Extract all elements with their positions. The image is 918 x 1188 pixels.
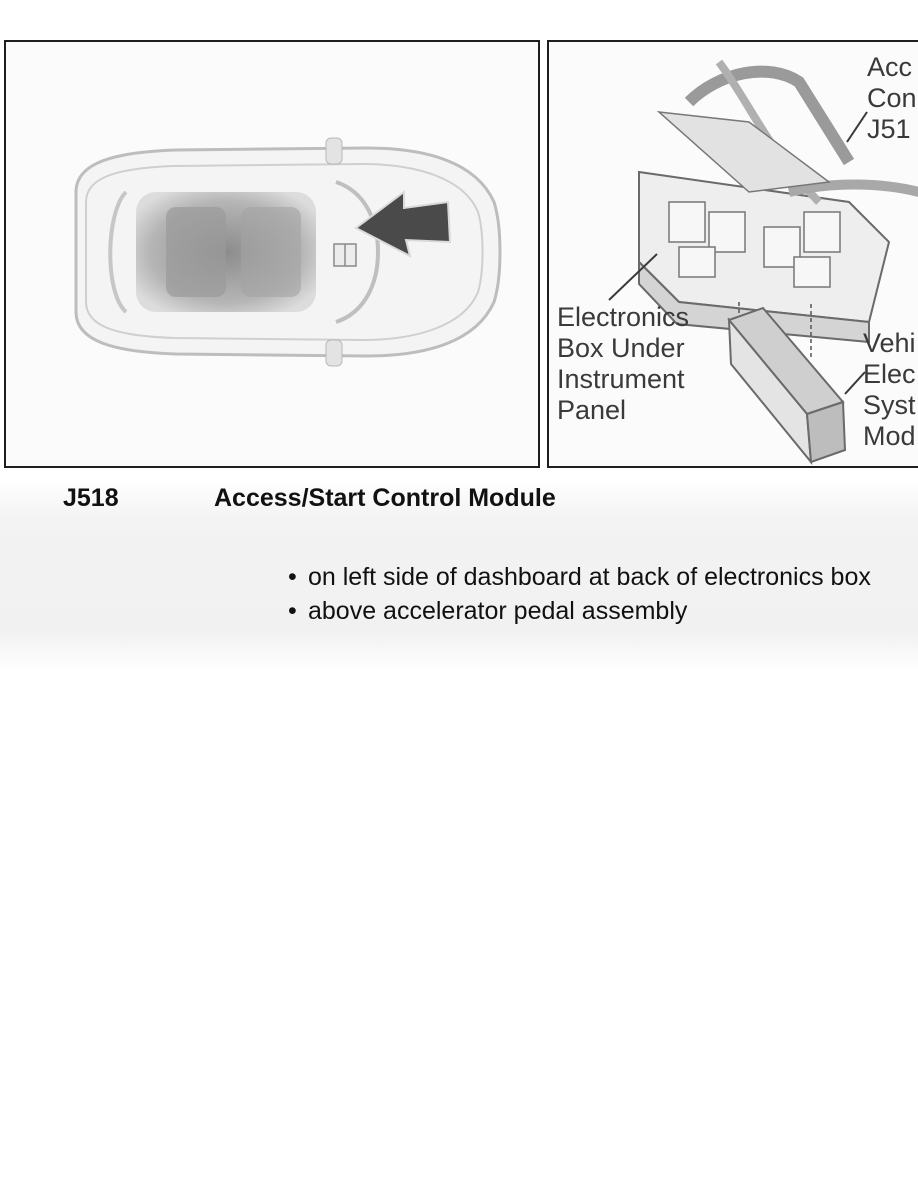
callout-line: Acc bbox=[867, 52, 913, 82]
access-start-module-callout: Acc Con J51 bbox=[867, 52, 917, 145]
callout-line: Vehi bbox=[863, 328, 916, 358]
callout-line: Syst bbox=[863, 390, 916, 420]
electronics-box-callout: Electronics Box Under Instrument Panel bbox=[557, 302, 689, 426]
electronics-box-icon bbox=[608, 59, 918, 466]
location-note: on left side of dashboard at back of ele… bbox=[288, 560, 918, 594]
car-top-view-icon bbox=[74, 137, 502, 367]
callout-line: Electronics bbox=[557, 302, 690, 332]
callout-line: Instrument bbox=[557, 364, 685, 394]
callout-line: J51 bbox=[867, 114, 911, 144]
location-note-text: on left side of dashboard at back of ele… bbox=[308, 563, 871, 591]
component-name: Access/Start Control Module bbox=[214, 484, 556, 512]
vehicle-electrical-module-callout: Vehi Elec Syst Mod bbox=[863, 328, 916, 452]
electronics-box-illustration: Electronics Box Under Instrument Panel A… bbox=[547, 40, 918, 468]
callout-line: Box Under bbox=[557, 333, 685, 363]
component-code: J518 bbox=[63, 484, 119, 512]
location-notes-list: on left side of dashboard at back of ele… bbox=[288, 560, 918, 628]
callout-line: Con bbox=[867, 83, 917, 113]
car-location-illustration bbox=[4, 40, 540, 468]
callout-line: Panel bbox=[557, 395, 627, 425]
location-note: above accelerator pedal assembly bbox=[288, 594, 918, 628]
callout-line: Mod bbox=[863, 421, 916, 451]
callout-line: Elec bbox=[863, 359, 916, 389]
location-note-text: above accelerator pedal assembly bbox=[308, 597, 688, 625]
